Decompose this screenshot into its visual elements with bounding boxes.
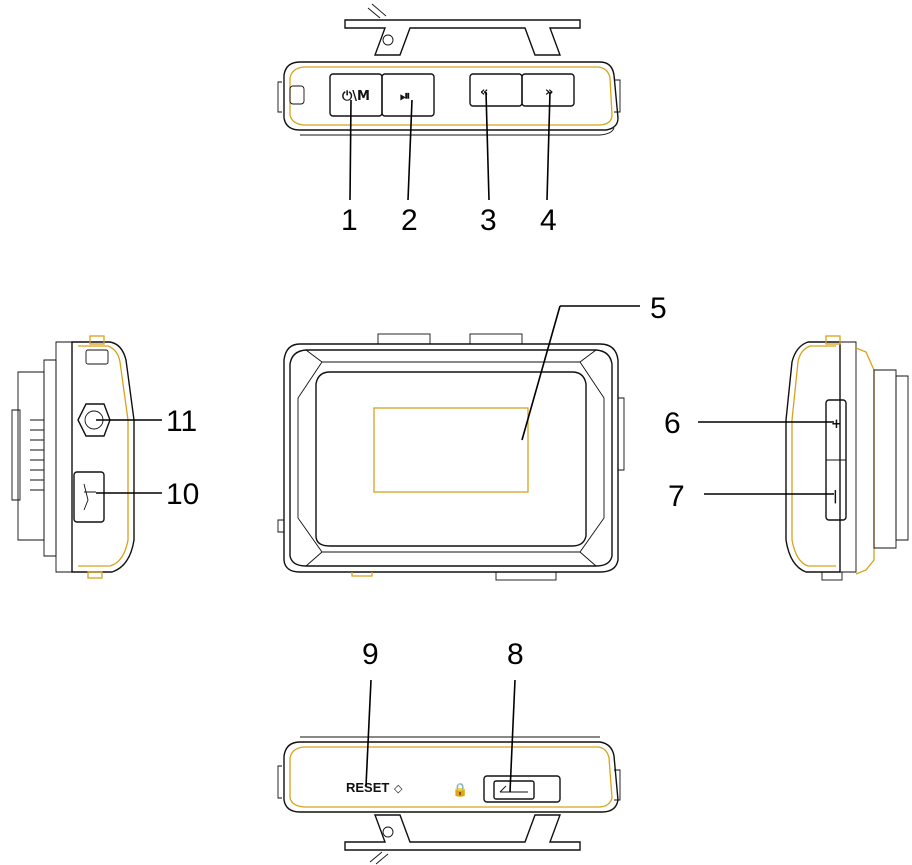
callout-7: 7 bbox=[668, 480, 685, 513]
right-side-view: + | 6 7 bbox=[664, 335, 909, 581]
prev-symbol: « bbox=[480, 85, 488, 100]
belt-clip-bottom bbox=[344, 814, 581, 865]
leader-2 bbox=[407, 99, 413, 201]
display-screen bbox=[373, 407, 529, 493]
play-pause-symbol: ⏯ bbox=[400, 89, 410, 104]
callout-10: 10 bbox=[166, 478, 199, 511]
callout-8: 8 bbox=[507, 638, 524, 671]
bottom-view: RESET ◇ 🔒 9 8 bbox=[277, 638, 621, 865]
callout-4: 4 bbox=[540, 204, 557, 237]
next-button[interactable]: » bbox=[521, 73, 575, 107]
leader-4 bbox=[546, 91, 551, 201]
leader-9 bbox=[365, 679, 372, 787]
reset-hole-icon[interactable]: ◇ bbox=[394, 782, 403, 795]
callout-3: 3 bbox=[480, 204, 497, 237]
usb-port-cover bbox=[73, 471, 105, 523]
reset-marking: RESET ◇ bbox=[346, 780, 403, 795]
front-view: 5 bbox=[277, 292, 667, 581]
top-view: ⏻\M ⏯ « » 1 2 3 4 bbox=[277, 3, 621, 237]
lock-icon: 🔒 bbox=[452, 783, 468, 798]
hold-switch[interactable] bbox=[483, 775, 561, 803]
top-button-edge-left bbox=[377, 333, 431, 345]
vol-down-symbol: | bbox=[833, 489, 838, 504]
callout-5: 5 bbox=[650, 292, 667, 325]
callout-6: 6 bbox=[664, 407, 681, 440]
callout-11: 11 bbox=[166, 405, 197, 438]
callout-9: 9 bbox=[362, 638, 379, 671]
left-side-view: 11 10 bbox=[11, 335, 199, 579]
leader-8 bbox=[509, 679, 516, 793]
prev-button[interactable]: « bbox=[469, 73, 523, 107]
leader-1 bbox=[349, 99, 352, 201]
leader-5 bbox=[521, 305, 561, 441]
callout-2: 2 bbox=[401, 204, 418, 237]
vol-up-symbol: + bbox=[831, 417, 842, 432]
play-pause-button[interactable]: ⏯ bbox=[381, 73, 435, 117]
reset-label: RESET bbox=[346, 780, 389, 795]
leader-3 bbox=[485, 91, 490, 201]
belt-clip-top bbox=[344, 3, 581, 56]
top-button-edge-right bbox=[469, 333, 523, 345]
callout-1: 1 bbox=[341, 204, 358, 237]
power-mode-button[interactable]: ⏻\M bbox=[329, 73, 383, 117]
power-mode-symbol: ⏻\M bbox=[342, 89, 370, 104]
